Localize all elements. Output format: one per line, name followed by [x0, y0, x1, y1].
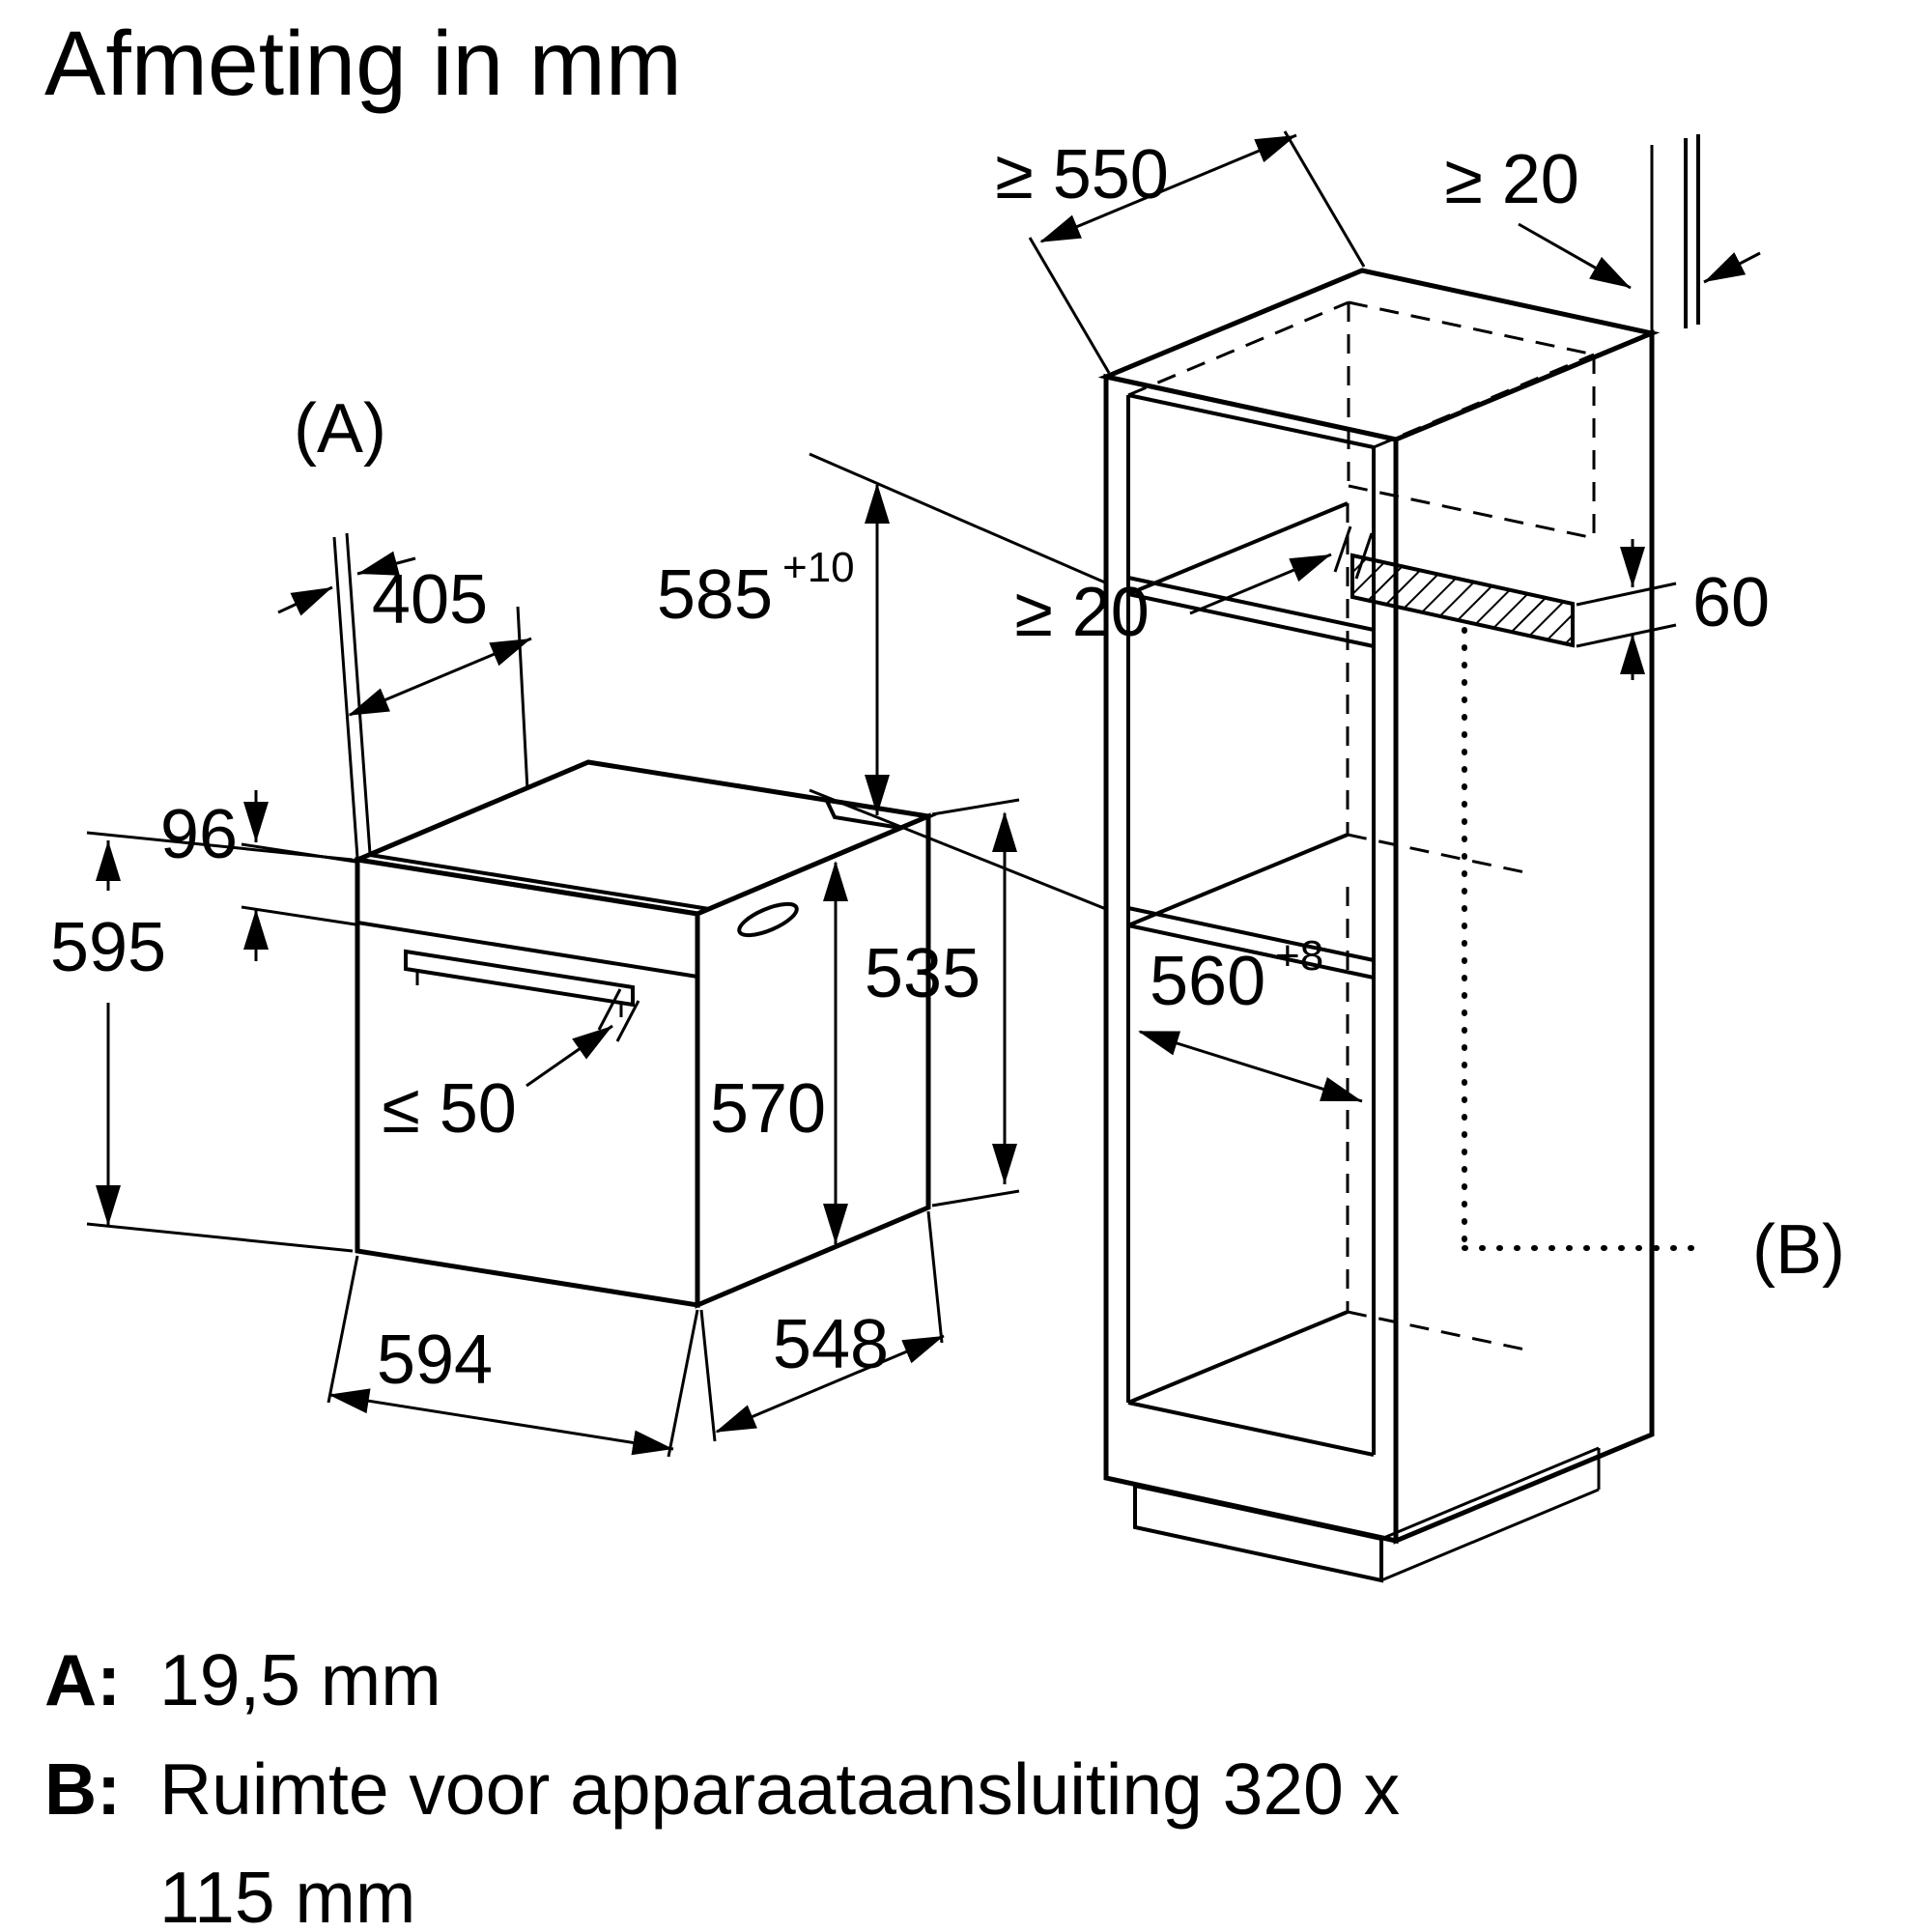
dim-96-label: 96 [160, 796, 238, 873]
cabinet-front-face [1103, 373, 1399, 1545]
label-a: (A) [294, 390, 386, 468]
legend: A: 19,5 mm B: Ruimte voor apparaataanslu… [44, 1639, 1400, 1932]
dim-560-label: 560 [1150, 943, 1265, 1020]
legend-b-value-line2: 115 mm [159, 1857, 415, 1932]
oven-front-face [355, 857, 700, 1308]
legend-a-key: A: [44, 1639, 121, 1720]
legend-b-key: B: [44, 1748, 121, 1830]
cabinet-right-face [1393, 329, 1655, 1545]
dim-585-tolerance: +10 [782, 544, 855, 591]
dim-405-label: 405 [372, 561, 488, 639]
dim-560-tolerance: +8 [1275, 932, 1323, 980]
dim-le50-label: ≤ 50 [382, 1070, 517, 1148]
rear-wall [1684, 134, 1700, 328]
connection-leader-line [1462, 627, 1711, 1251]
legend-a-value: 19,5 mm [159, 1639, 441, 1720]
dim-ge20-mid-label: ≥ 20 [1014, 574, 1150, 651]
oven-door-handle [404, 949, 635, 1008]
page-title: Afmeting in mm [44, 13, 682, 115]
oven-top-notch [825, 800, 901, 830]
label-b: (B) [1752, 1211, 1845, 1289]
niche-height-dimension: 585 +10 [657, 452, 1122, 917]
dim-ge20-top-label: ≥ 20 [1444, 141, 1579, 218]
dim-60-label: 60 [1692, 564, 1770, 641]
oven-control-panel [356, 921, 698, 979]
cabinet-drawing: ≥ 550 ≥ 20 ≥ 20 60 560 +8 (B) [995, 130, 1845, 1583]
dim-594-label: 594 [377, 1321, 493, 1399]
rear-connection-strip [1350, 553, 1575, 648]
dim-595-label: 595 [50, 909, 166, 986]
oven-grip-hole [737, 901, 799, 938]
dim-548-label: 548 [773, 1306, 889, 1383]
legend-b-value-line1: Ruimte voor apparaataansluiting 320 x [159, 1748, 1400, 1830]
oven-drawing: (A) 405 96 595 ≤ 50 570 535 594 548 [50, 390, 1020, 1458]
dim-ge550-label: ≥ 550 [995, 136, 1169, 213]
dim-535-label: 535 [865, 935, 980, 1012]
dim-570-label: 570 [710, 1070, 826, 1148]
dim-585-label: 585 [657, 556, 773, 634]
